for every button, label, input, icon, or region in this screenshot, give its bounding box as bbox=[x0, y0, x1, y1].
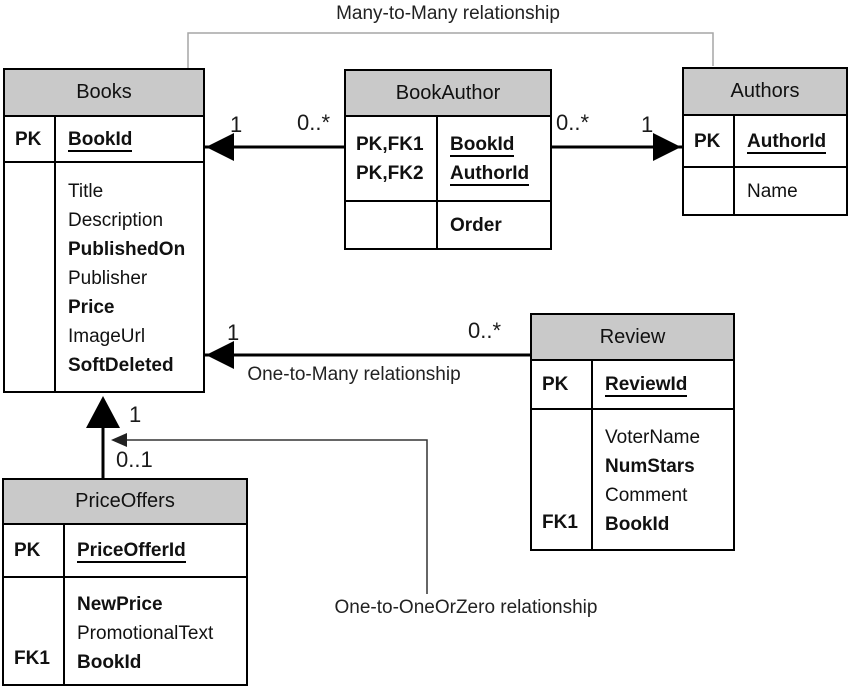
one-to-one-or-zero-callout-arrowhead bbox=[111, 433, 127, 447]
attr-name: Order bbox=[450, 214, 502, 236]
entity-review: Review PK ReviewId FK1 VoterName NumStar… bbox=[530, 313, 735, 551]
key-label: PK bbox=[542, 374, 569, 395]
key-column bbox=[684, 168, 735, 214]
multiplicity-books-end-priceoffers: 1 bbox=[129, 402, 142, 427]
attr-name: Name bbox=[747, 180, 798, 202]
key-label: PK bbox=[694, 130, 721, 152]
attr-name: BookId bbox=[77, 652, 142, 673]
key-attr-name: ReviewId bbox=[605, 374, 688, 397]
key-attr-name: BookId bbox=[68, 128, 133, 152]
multiplicity-books-end-bookauthor: 1 bbox=[230, 112, 243, 137]
key-attr-name: AuthorId bbox=[747, 130, 827, 154]
attr-name: BookId bbox=[605, 514, 670, 535]
key-attr-name: BookId bbox=[450, 134, 515, 157]
multiplicity-priceoffers-end: 0..1 bbox=[116, 447, 153, 472]
attr-name: Description bbox=[68, 210, 164, 231]
entity-authors: Authors PK AuthorId Name bbox=[682, 67, 848, 216]
one-to-one-or-zero-callout-line bbox=[116, 439, 428, 594]
key-attr-name: PriceOfferId bbox=[77, 540, 186, 563]
entity-bookauthor-header: BookAuthor bbox=[346, 71, 550, 117]
caption-many-to-many: Many-to-Many relationship bbox=[336, 3, 560, 24]
entity-bookauthor: BookAuthor PK,FK1 PK,FK2 BookId AuthorId… bbox=[344, 69, 552, 250]
multiplicity-bookauthor-end-authors: 0..* bbox=[556, 110, 590, 135]
arrowhead-books-priceoffers bbox=[86, 396, 120, 428]
entity-review-header: Review bbox=[532, 315, 733, 361]
key-label: PK bbox=[15, 128, 42, 150]
entity-books-header: Books bbox=[5, 70, 203, 117]
attr-name: PromotionalText bbox=[77, 623, 214, 644]
caption-one-to-many: One-to-Many relationship bbox=[247, 364, 461, 385]
multiplicity-books-end-review: 1 bbox=[227, 320, 240, 345]
entity-authors-header: Authors bbox=[684, 69, 846, 116]
arrowhead-books-bookauthor bbox=[206, 133, 234, 161]
arrowhead-bookauthor-authors bbox=[653, 133, 681, 161]
attr-name: Price bbox=[68, 297, 115, 318]
attr-name: PublishedOn bbox=[68, 239, 186, 260]
key-label: FK1 bbox=[14, 648, 50, 669]
attr-name: VoterName bbox=[605, 427, 701, 448]
multiplicity-authors-end: 1 bbox=[641, 112, 654, 137]
key-attr-name: AuthorId bbox=[450, 163, 530, 186]
key-column bbox=[346, 202, 438, 248]
attr-name: Title bbox=[68, 181, 104, 202]
attr-name: Comment bbox=[605, 485, 688, 506]
multiplicity-bookauthor-end-books: 0..* bbox=[297, 110, 331, 135]
attr-name: SoftDeleted bbox=[68, 355, 174, 376]
key-label: PK,FK2 bbox=[356, 163, 424, 184]
key-label: PK bbox=[14, 540, 41, 561]
key-column bbox=[5, 163, 56, 391]
attr-name: NewPrice bbox=[77, 594, 163, 615]
entity-priceoffers: PriceOffers PK PriceOfferId FK1 NewPrice… bbox=[2, 478, 248, 686]
multiplicity-review-end: 0..* bbox=[468, 318, 502, 343]
key-label: PK,FK1 bbox=[356, 134, 424, 155]
entity-books: Books PK BookId Title Description Publis… bbox=[3, 68, 205, 393]
entity-priceoffers-header: PriceOffers bbox=[4, 480, 246, 525]
caption-one-to-one-or-zero: One-to-OneOrZero relationship bbox=[334, 597, 598, 618]
attr-name: NumStars bbox=[605, 456, 695, 477]
arrowhead-books-review bbox=[206, 341, 234, 369]
attr-name: ImageUrl bbox=[68, 326, 146, 347]
key-label: FK1 bbox=[542, 512, 578, 533]
many-to-many-bracket-line bbox=[187, 32, 714, 68]
attr-name: Publisher bbox=[68, 268, 148, 289]
